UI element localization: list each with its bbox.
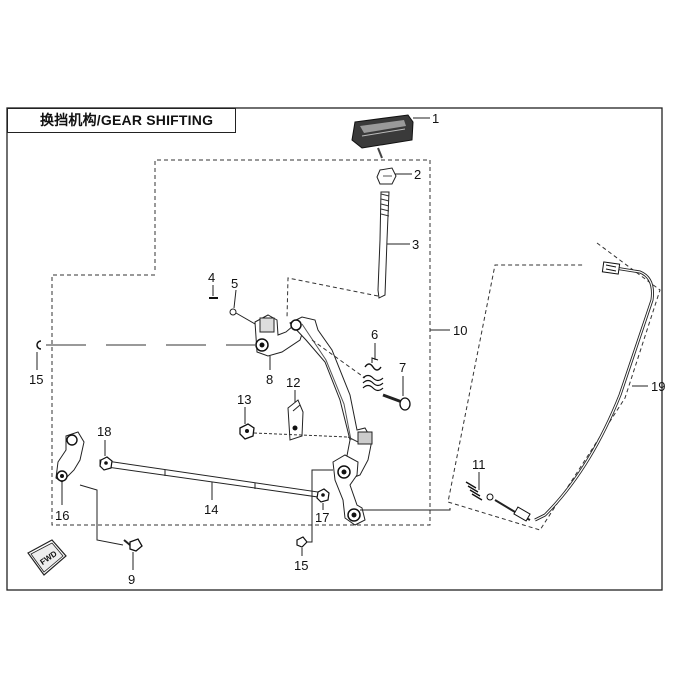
link-13b [347,436,359,443]
diagram-title: 换挡机构/GEAR SHIFTING [40,112,214,128]
link-9 [79,484,124,546]
part-15-clip-bottom [296,536,308,548]
part-6-spring [362,357,384,392]
callout-2: 2 [414,167,421,182]
part-3-shift-rod [377,191,390,299]
part-7-bolt [382,393,411,411]
part-16-lower-arm [55,431,85,483]
dashed-link-3 [286,277,379,319]
callout-17: 17 [315,510,329,525]
callout-19: 19 [651,379,665,394]
callout-18: 18 [97,424,111,439]
callout-5: 5 [231,276,238,291]
dashed-link-6 [311,339,366,379]
callout-9: 9 [128,572,135,587]
part-18-nut [99,456,113,471]
part-2-nut [376,167,397,185]
assembly-boundary-10 [51,159,431,526]
part-5-washer [229,308,237,316]
callout-12: 12 [286,375,300,390]
part-9-bolt [123,538,143,552]
dashed-link-lower [360,508,451,511]
callout-14: 14 [204,502,218,517]
part-8-lever-pivot [254,314,307,357]
lower-linkage [332,454,366,526]
part-1-shift-pad [351,114,414,159]
callout-13: 13 [237,392,251,407]
callout-3: 3 [412,237,419,252]
dashed-link-13 [253,432,349,438]
callout-7: 7 [399,360,406,375]
cable-boundary-19 [447,242,661,531]
callout-11: 11 [472,457,486,472]
callouts: 1 2 3 4 5 6 7 8 9 10 11 12 13 14 15 15 1… [29,111,665,587]
callout-4: 4 [208,270,215,285]
part-19-cable [534,261,654,522]
part-11-spring [465,481,531,522]
part-15-clip-left [36,340,42,350]
part-13-nut [239,423,255,440]
callout-10: 10 [453,323,467,338]
outer-frame [6,107,663,591]
callout-8: 8 [266,372,273,387]
part-12-bracket [287,399,304,441]
shift-lever-arm [289,316,373,479]
callout-16: 16 [55,508,69,523]
fwd-arrow-icon: FWD [27,539,67,576]
callout-15-bottom: 15 [294,558,308,573]
leader-5 [233,289,237,309]
callout-1: 1 [432,111,439,126]
link-15-bottom [307,469,333,543]
callout-15-left: 15 [29,372,43,387]
callout-6: 6 [371,327,378,342]
part-14-shaft [99,459,319,498]
part-17-nut [316,488,330,503]
